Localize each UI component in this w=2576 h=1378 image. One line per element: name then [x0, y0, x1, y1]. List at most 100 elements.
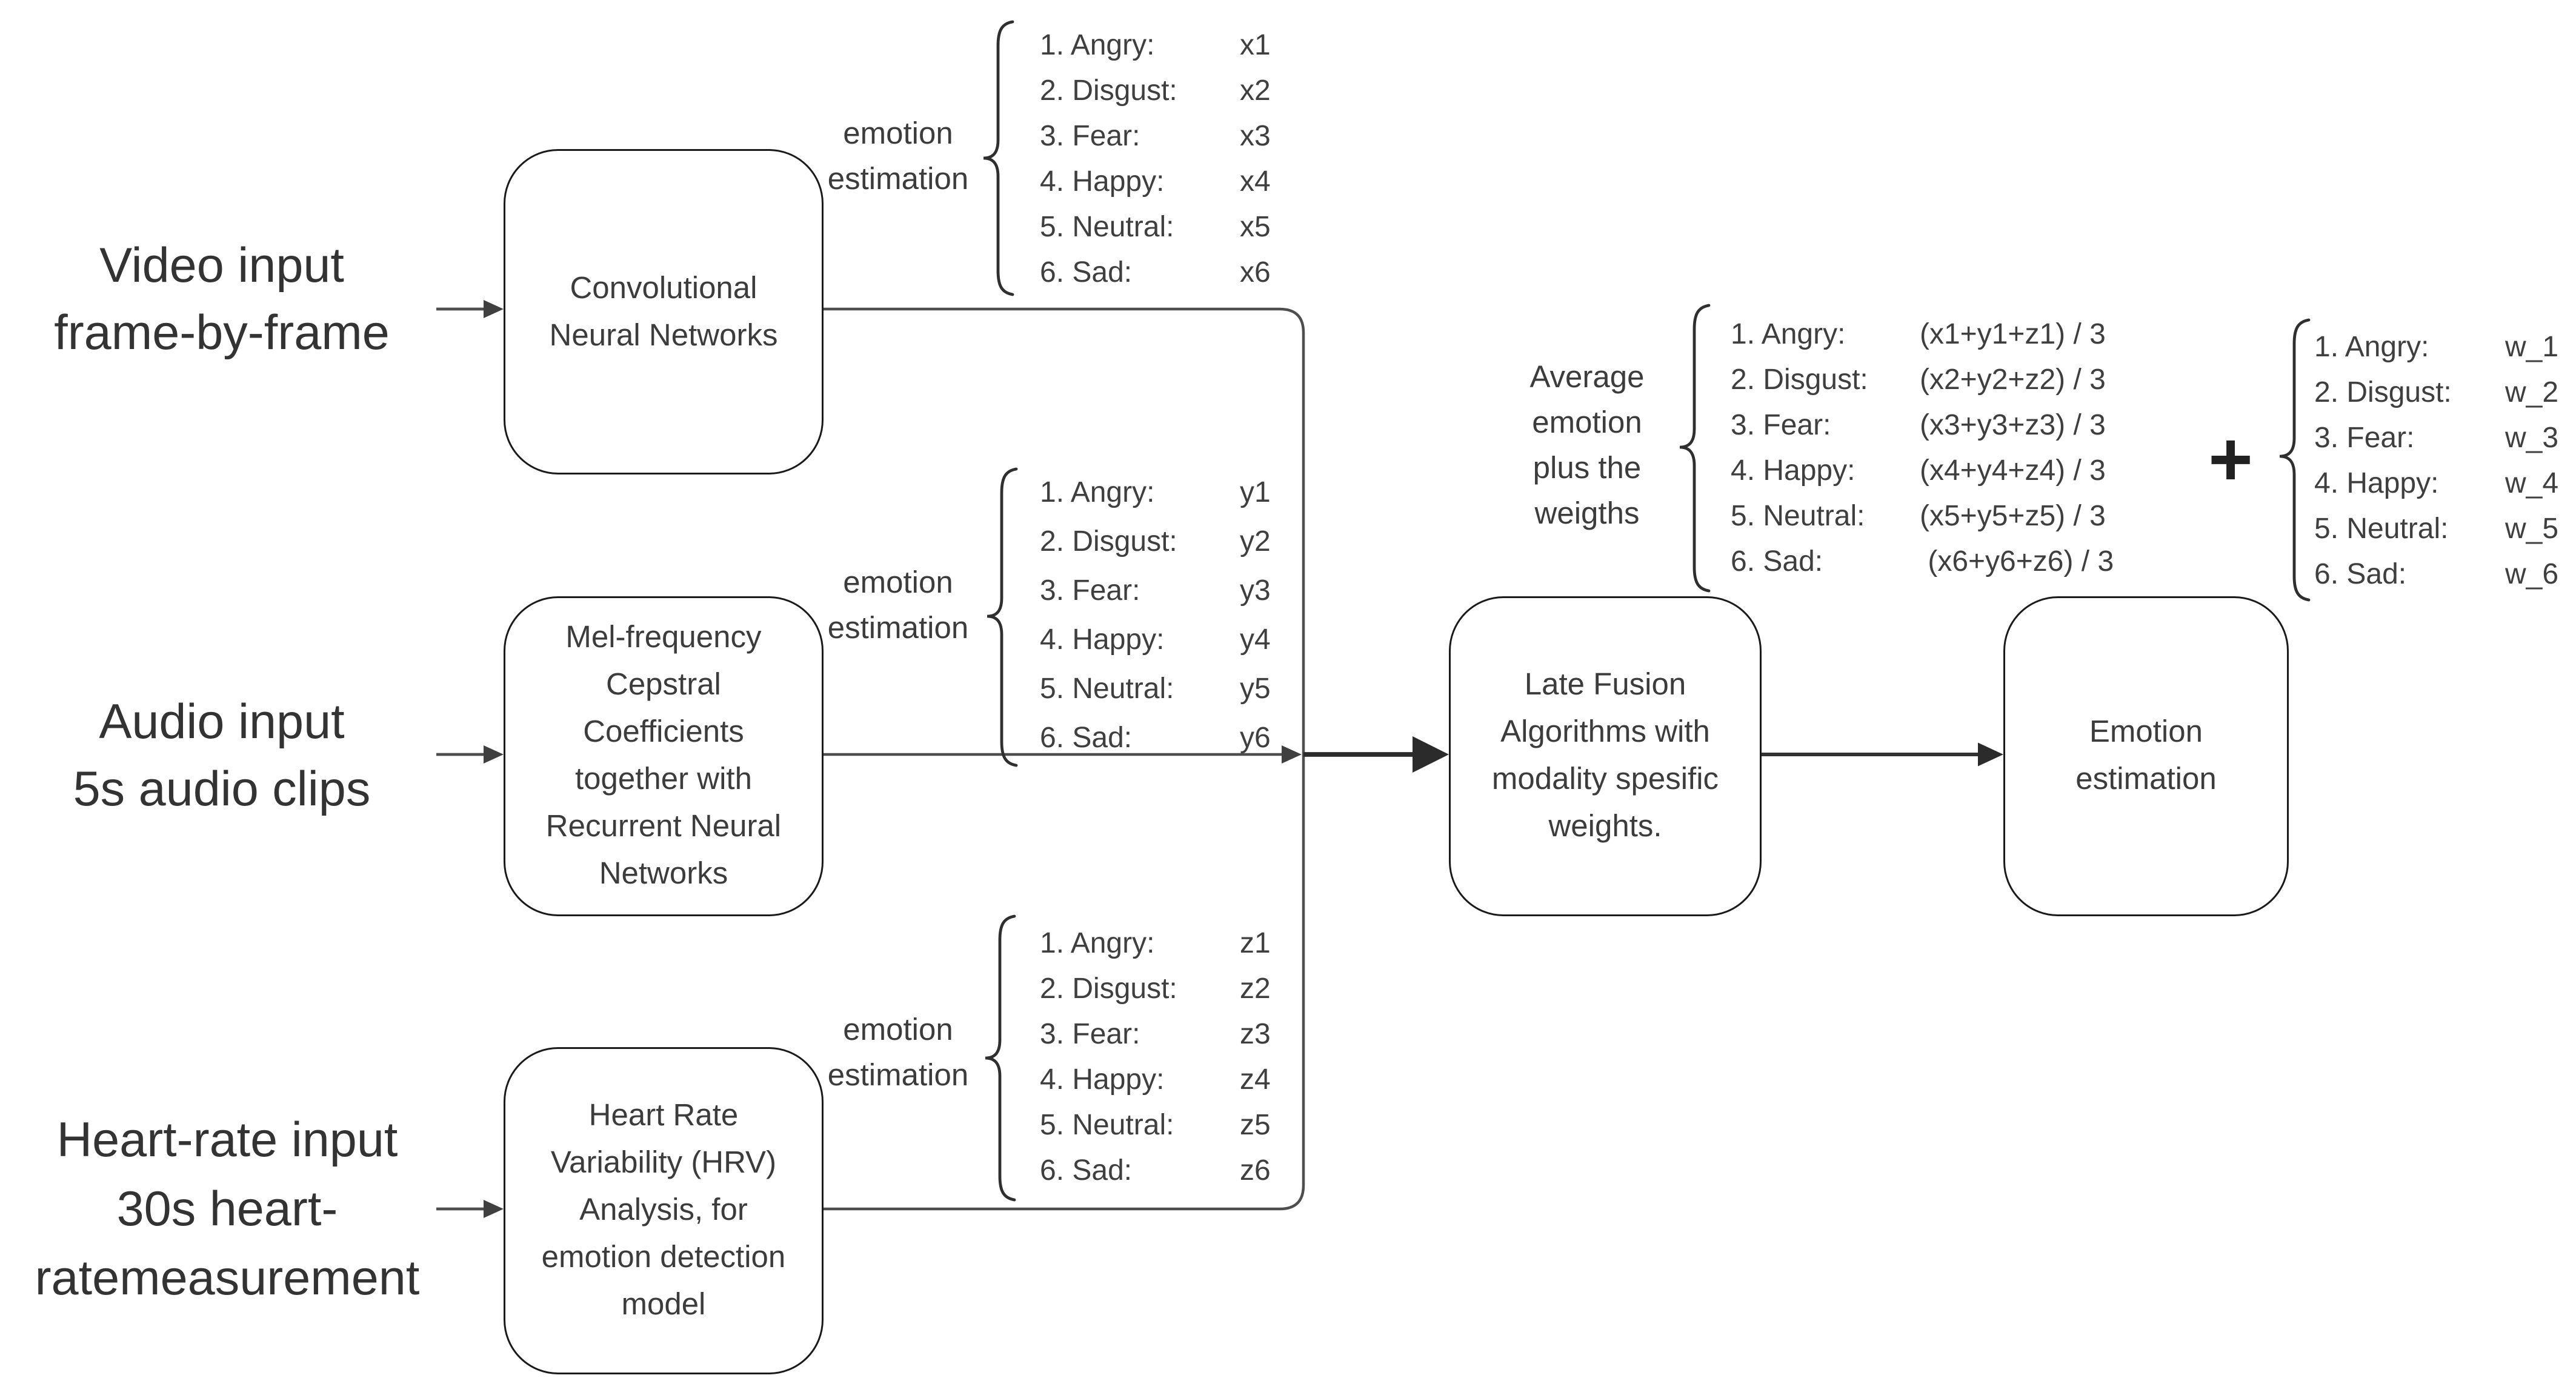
emotion-name: 5. Neutral:	[2314, 513, 2449, 545]
emotion-name: 1. Angry:	[1731, 319, 1846, 350]
emotion-name: 3. Fear:	[1040, 121, 1140, 152]
average-list-brace	[1679, 304, 1711, 593]
emotion-name: 3. Fear:	[1040, 1019, 1140, 1050]
emotion-name: 4. Happy:	[1040, 1064, 1165, 1096]
merge-to-fusion-arrow	[1303, 736, 1449, 773]
list-item: 6. Sad: x6	[1040, 251, 1271, 296]
emotion-value: w_4	[2505, 468, 2559, 499]
emotion-value: z3	[1240, 1019, 1271, 1050]
list-item: 1. Angry:x1	[1040, 24, 1271, 69]
emotion-value: x3	[1240, 121, 1271, 152]
list-item: 1. Angry:z1	[1040, 922, 1271, 967]
list-item: 3. Fear: x3	[1040, 115, 1271, 160]
emotion-name: 4. Happy:	[1731, 455, 1855, 487]
emotion-value: z1	[1240, 928, 1271, 959]
list-item: 4. Happy: (x4+y4+z4) / 3	[1731, 449, 2114, 494]
heart-input-label-line2: 30s heart-	[116, 1182, 338, 1236]
emotion-value: (x5+y5+z5) / 3	[1920, 501, 2106, 532]
emotion-name: 5. Neutral:	[1040, 1110, 1174, 1141]
emotion-value: z4	[1240, 1064, 1271, 1096]
list-item: 2. Disgust: w_2	[2314, 371, 2558, 416]
list-item: 1. Angry:y1	[1040, 469, 1271, 518]
audio-input-label-line2: 5s audio clips	[73, 762, 371, 816]
emotion-name: 3. Fear:	[1731, 410, 1831, 441]
emotion-name: 2. Disgust:	[2314, 377, 2452, 408]
emotion-value: x5	[1240, 211, 1271, 243]
emotion-value: w_5	[2505, 513, 2559, 545]
fusion-to-output-arrow	[1758, 742, 2003, 767]
list-item: 1. Angry: w_1	[2314, 325, 2558, 371]
video-input-label-line1: Video input	[99, 238, 344, 293]
audio-input-label: Audio input 5s audio clips	[0, 689, 444, 824]
emotion-name: 1. Angry:	[2314, 331, 2429, 363]
list-item: 4. Happy: z4	[1040, 1058, 1271, 1103]
emotion-value: (x4+y4+z4) / 3	[1920, 455, 2106, 487]
audio-list-brace	[987, 467, 1018, 767]
emotion-name: 5. Neutral:	[1731, 501, 1865, 532]
emotion-value: y6	[1240, 722, 1271, 754]
emotion-value: w_2	[2505, 377, 2559, 408]
list-item: 3. Fear: y3	[1040, 567, 1271, 616]
list-item: 3. Fear:(x3+y3+z3) / 3	[1731, 404, 2114, 449]
emotion-name: 6. Sad:	[1731, 546, 1823, 577]
list-item: 2. Disgust:x2	[1040, 69, 1271, 115]
video-input-arrow	[436, 300, 504, 318]
video-input-label: Video input frame-by-frame	[0, 233, 444, 367]
plus-sign: +	[2208, 416, 2253, 502]
list-item: 6. Sad:z6	[1040, 1149, 1271, 1194]
emotion-value: z2	[1240, 973, 1271, 1005]
list-item: 1. Angry: (x1+y1+z1) / 3	[1731, 313, 2114, 358]
list-item: 4. Happy: w_4	[2314, 462, 2558, 507]
emotion-value: y1	[1240, 477, 1271, 508]
list-item: 3. Fear: z3	[1040, 1013, 1271, 1058]
emotion-value: w_1	[2505, 331, 2559, 363]
emotion-name: 3. Fear:	[1040, 575, 1140, 607]
emotion-name: 6. Sad:	[1040, 1155, 1133, 1187]
emotion-name: 4. Happy:	[2314, 468, 2439, 499]
emotion-value: y3	[1240, 575, 1271, 607]
list-item: 2. Disgust:y2	[1040, 518, 1271, 567]
emotion-value: x4	[1240, 166, 1271, 198]
audio-input-arrow	[436, 745, 504, 764]
emotion-value: w_6	[2505, 559, 2559, 590]
emotion-value: x6	[1240, 257, 1271, 288]
merge-bracket-line	[820, 307, 1305, 1211]
list-item: 4. Happy:y4	[1040, 616, 1271, 665]
emotion-name: 6. Sad:	[2314, 559, 2407, 590]
emotion-name: 6. Sad:	[1040, 722, 1133, 754]
emotion-value: y5	[1240, 673, 1271, 705]
video-input-label-line2: frame-by-frame	[54, 305, 390, 360]
heart-input-label-line3: ratemeasurement	[35, 1251, 420, 1305]
list-item: 6. Sad: w_6	[2314, 553, 2558, 598]
heart-list-brace	[985, 914, 1016, 1202]
emotion-name: 6. Sad:	[1040, 257, 1133, 288]
emotion-name: 5. Neutral:	[1040, 211, 1174, 243]
emotion-value: w_3	[2505, 422, 2559, 454]
emotion-value: (x1+y1+z1) / 3	[1920, 319, 2106, 350]
emotion-name: 4. Happy:	[1040, 624, 1165, 656]
list-item: 5. Neutral: (x5+y5+z5) / 3	[1731, 494, 2114, 540]
emotion-name: 4. Happy:	[1040, 166, 1165, 198]
list-item: 6. Sad: (x6+y6+z6) / 3	[1731, 540, 2114, 585]
list-item: 5. Neutral:z5	[1040, 1103, 1271, 1149]
list-item: 3. Fear:w_3	[2314, 416, 2558, 462]
emotion-name: 2. Disgust:	[1040, 973, 1177, 1005]
heart-input-label: Heart-rate input 30s heart- ratemeasurem…	[0, 1105, 454, 1313]
